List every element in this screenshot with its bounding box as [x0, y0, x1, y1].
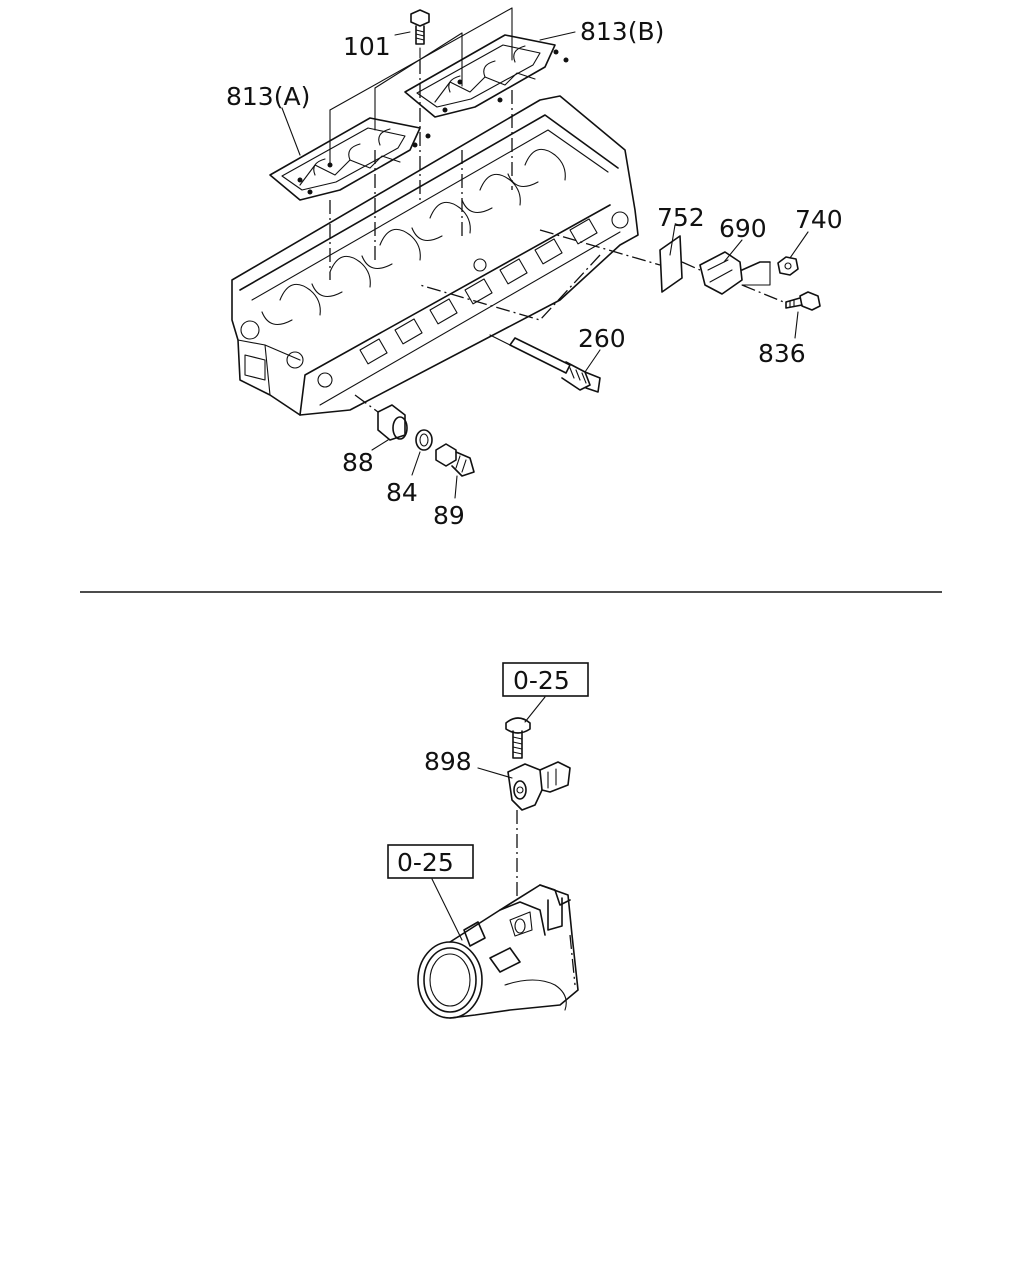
gasket-813a: [269, 117, 431, 201]
gasket-813b: [404, 34, 569, 118]
intake-body: [417, 884, 579, 1019]
nut-740: [777, 256, 799, 276]
callout-88: 88: [342, 448, 374, 477]
plug-88: [377, 404, 408, 441]
callout-690: 690: [719, 214, 767, 243]
cylinder-head: [231, 95, 639, 416]
callout-813a: 813(A): [226, 82, 310, 111]
callout-260: 260: [578, 324, 626, 353]
dashdot-lines-lower: [354, 394, 379, 413]
ref-box-bottom: [387, 844, 474, 879]
ref-label-bottom: 0-25: [397, 848, 454, 877]
sensor-89: [435, 443, 475, 477]
callout-813b: 813(B): [580, 17, 664, 46]
callout-752: 752: [657, 203, 705, 232]
callout-740: 740: [795, 205, 843, 234]
callout-898: 898: [424, 747, 472, 776]
callout-836: 836: [758, 339, 806, 368]
callout-89: 89: [433, 501, 465, 530]
callout-101: 101: [343, 32, 391, 61]
sensor-898: [507, 761, 571, 811]
ref-box-top: [502, 662, 589, 697]
gasket-752: [659, 235, 683, 293]
bolt-101: [410, 9, 430, 45]
bolt-upper: [505, 717, 531, 759]
bolt-836: [785, 291, 821, 311]
dashdot-lines-top: [329, 60, 513, 280]
sensor-690: [699, 251, 771, 295]
ref-label-top: 0-25: [513, 666, 570, 695]
sensor-260: [509, 337, 601, 393]
callout-84: 84: [386, 478, 418, 507]
assembly-lines-top: [329, 7, 513, 166]
washer-84: [415, 429, 433, 451]
leader-lines-top: [281, 31, 809, 499]
dashdot-lines-right: [419, 229, 787, 321]
leader-lines-lower: [431, 696, 546, 941]
